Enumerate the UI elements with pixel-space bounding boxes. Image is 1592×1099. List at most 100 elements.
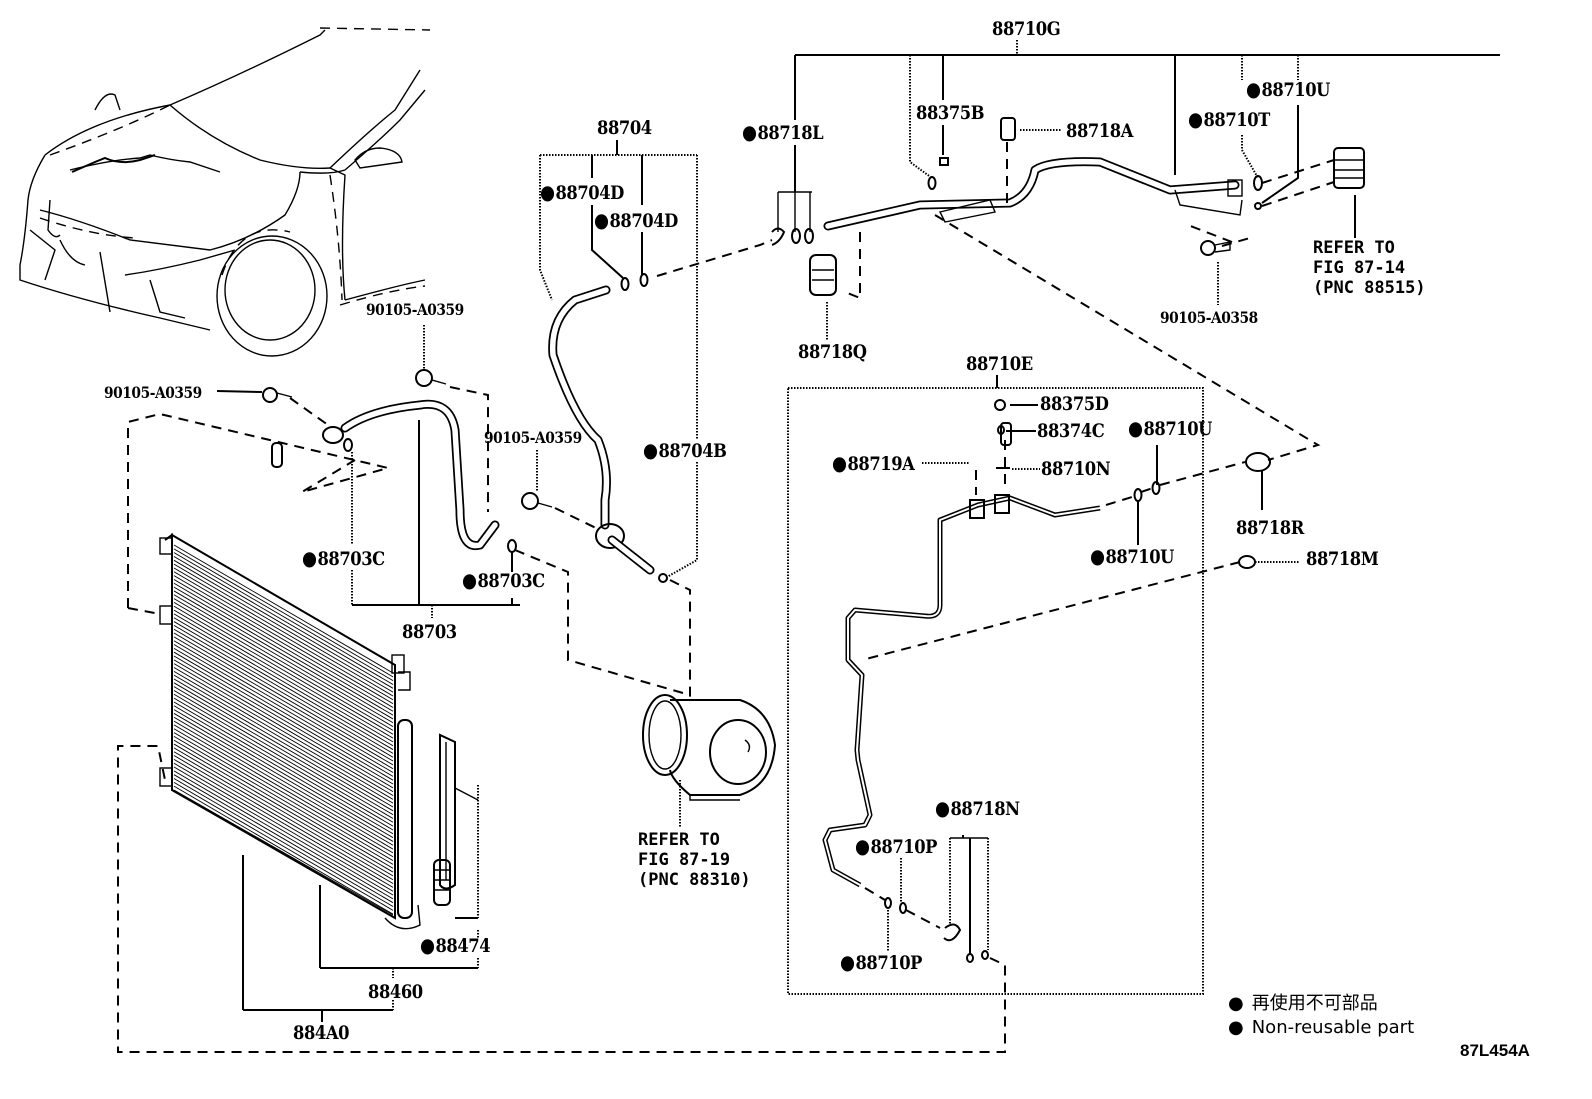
condenser-fin-line xyxy=(173,579,394,708)
condenser-fin-line xyxy=(173,644,394,773)
part-label-88375D[interactable]: 88375D xyxy=(1040,393,1109,415)
condenser-fin-line xyxy=(173,598,394,727)
condenser-fin-line xyxy=(173,594,394,724)
part-label-88710U-top[interactable]: 88710U xyxy=(1246,79,1330,100)
condenser-fin-line xyxy=(173,747,394,877)
condenser-fin-line xyxy=(173,628,394,758)
condenser-fin-line xyxy=(173,720,394,850)
condenser-fin-line xyxy=(173,605,394,735)
condenser-fin-line xyxy=(173,701,394,831)
group-label-88704[interactable]: 88704 xyxy=(597,117,652,139)
part-number: 88710U xyxy=(1143,418,1212,440)
condenser-fin-line xyxy=(173,552,394,682)
condenser-fin-line xyxy=(173,743,394,873)
part-label-88704D-a[interactable]: 88704D xyxy=(540,182,624,203)
condenser-fin-line xyxy=(173,667,394,796)
part-label-88710P-b[interactable]: 88710P xyxy=(840,952,922,973)
assembly-dash-lines xyxy=(117,142,1335,1053)
part-label-90105-A0359-top[interactable]: 90105-A0359 xyxy=(366,300,464,319)
part-label-88704B[interactable]: 88704B xyxy=(643,440,727,461)
group-label-88710G[interactable]: 88710G xyxy=(992,18,1061,40)
condenser-fin-line xyxy=(173,758,394,888)
part-label-88704D-b[interactable]: 88704D xyxy=(594,210,678,231)
part-number: 88718N xyxy=(950,798,1020,820)
leader-lines xyxy=(216,40,1500,1022)
condenser-fin-line xyxy=(173,709,394,838)
condenser-fin-line xyxy=(173,632,394,762)
condenser-fin-line xyxy=(173,655,394,785)
part-label-90105-A0358[interactable]: 90105-A0358 xyxy=(1160,308,1258,327)
vehicle-front-illustration xyxy=(19,27,431,357)
part-label-88375B[interactable]: 88375B xyxy=(916,102,985,124)
part-number: 88703C xyxy=(317,548,385,570)
legend-text: 再使用不可部品 xyxy=(1251,993,1378,1014)
condenser-fin-line xyxy=(173,563,394,693)
condenser-illustration xyxy=(159,533,456,930)
reference-fig-87-19[interactable]: REFER TO FIG 87-19 (PNC 88310) xyxy=(638,830,751,890)
legend: ●再使用不可部品 ●Non-reusable part xyxy=(1228,992,1414,1040)
suction-pipe-illustration xyxy=(620,117,1365,296)
part-label-88718Q[interactable]: 88718Q xyxy=(798,341,867,363)
condenser-fin-line xyxy=(173,785,394,915)
condenser-fin-line xyxy=(173,751,394,881)
condenser-fin-line xyxy=(173,647,394,777)
part-label-88718L[interactable]: 88718L xyxy=(742,122,823,143)
condenser-fin-line xyxy=(173,728,394,858)
part-label-88719A[interactable]: 88719A xyxy=(832,453,914,474)
part-number: 88710P xyxy=(855,952,922,974)
part-label-90105-A0359-mid[interactable]: 90105-A0359 xyxy=(484,428,582,447)
condenser-fin-line xyxy=(173,678,394,808)
condenser-fin-line xyxy=(173,693,394,823)
group-label-88703[interactable]: 88703 xyxy=(402,621,457,643)
part-label-88703C-a[interactable]: 88703C xyxy=(302,548,385,569)
group-label-88718N[interactable]: 88718N xyxy=(935,798,1020,819)
condenser-fin-line xyxy=(173,556,394,685)
condenser-fin-line xyxy=(173,732,394,861)
condenser-fin-line xyxy=(173,640,394,770)
bolts xyxy=(262,369,668,583)
condenser-fin-line xyxy=(173,770,394,900)
condenser-fin-line xyxy=(173,651,394,781)
part-number: 88704D xyxy=(609,210,678,232)
part-label-88710P-a[interactable]: 88710P xyxy=(855,836,937,857)
condenser-fin-line xyxy=(173,724,394,854)
group-label-88710E[interactable]: 88710E xyxy=(966,353,1033,375)
compressor-illustration xyxy=(642,694,777,801)
part-label-88710T[interactable]: 88710T xyxy=(1188,109,1270,130)
condenser-fin-line xyxy=(173,690,394,819)
reference-fig-87-14[interactable]: REFER TO FIG 87-14 (PNC 88515) xyxy=(1313,238,1426,298)
condenser-fin-line xyxy=(173,789,394,916)
bullet-icon: ● xyxy=(1228,1017,1244,1038)
legend-text: Non-reusable part xyxy=(1251,1017,1415,1038)
condenser-fin-line xyxy=(173,602,394,731)
illustration-code: 87L454A xyxy=(1460,1041,1530,1060)
condenser-fin-line xyxy=(173,778,394,907)
condenser-fin-line xyxy=(173,766,394,896)
discharge-hose-illustration xyxy=(548,285,655,575)
part-label-88718M[interactable]: 88718M xyxy=(1306,548,1379,570)
part-label-88710U-low[interactable]: 88710U xyxy=(1090,546,1174,567)
part-number: 88704B xyxy=(658,440,727,462)
condenser-fin-line xyxy=(173,571,394,701)
condenser-fin-line xyxy=(173,617,394,747)
condenser-fin-line xyxy=(173,559,394,689)
part-number: 88719A xyxy=(847,453,915,475)
condenser-fin-line xyxy=(173,609,394,739)
part-label-88718A[interactable]: 88718A xyxy=(1066,120,1133,142)
part-label-88710U-mid[interactable]: 88710U xyxy=(1128,418,1212,439)
condenser-fin-line xyxy=(173,686,394,816)
part-label-88710N[interactable]: 88710N xyxy=(1041,458,1111,480)
group-label-884A0[interactable]: 884A0 xyxy=(293,1022,350,1044)
condenser-fin-line xyxy=(173,582,394,712)
condenser-fin-line xyxy=(173,567,394,697)
part-label-88703C-b[interactable]: 88703C xyxy=(462,570,545,591)
condenser-fin-line xyxy=(173,774,394,904)
part-number: 88710U xyxy=(1105,546,1174,568)
part-label-88718R[interactable]: 88718R xyxy=(1236,517,1304,539)
part-label-88374C[interactable]: 88374C xyxy=(1037,420,1105,442)
group-label-88460[interactable]: 88460 xyxy=(368,981,423,1003)
part-label-90105-A0359-left[interactable]: 90105-A0359 xyxy=(104,383,202,402)
condenser-fin-line xyxy=(173,575,394,705)
part-label-88474[interactable]: 88474 xyxy=(420,935,490,956)
condenser-fin-line xyxy=(173,697,394,827)
